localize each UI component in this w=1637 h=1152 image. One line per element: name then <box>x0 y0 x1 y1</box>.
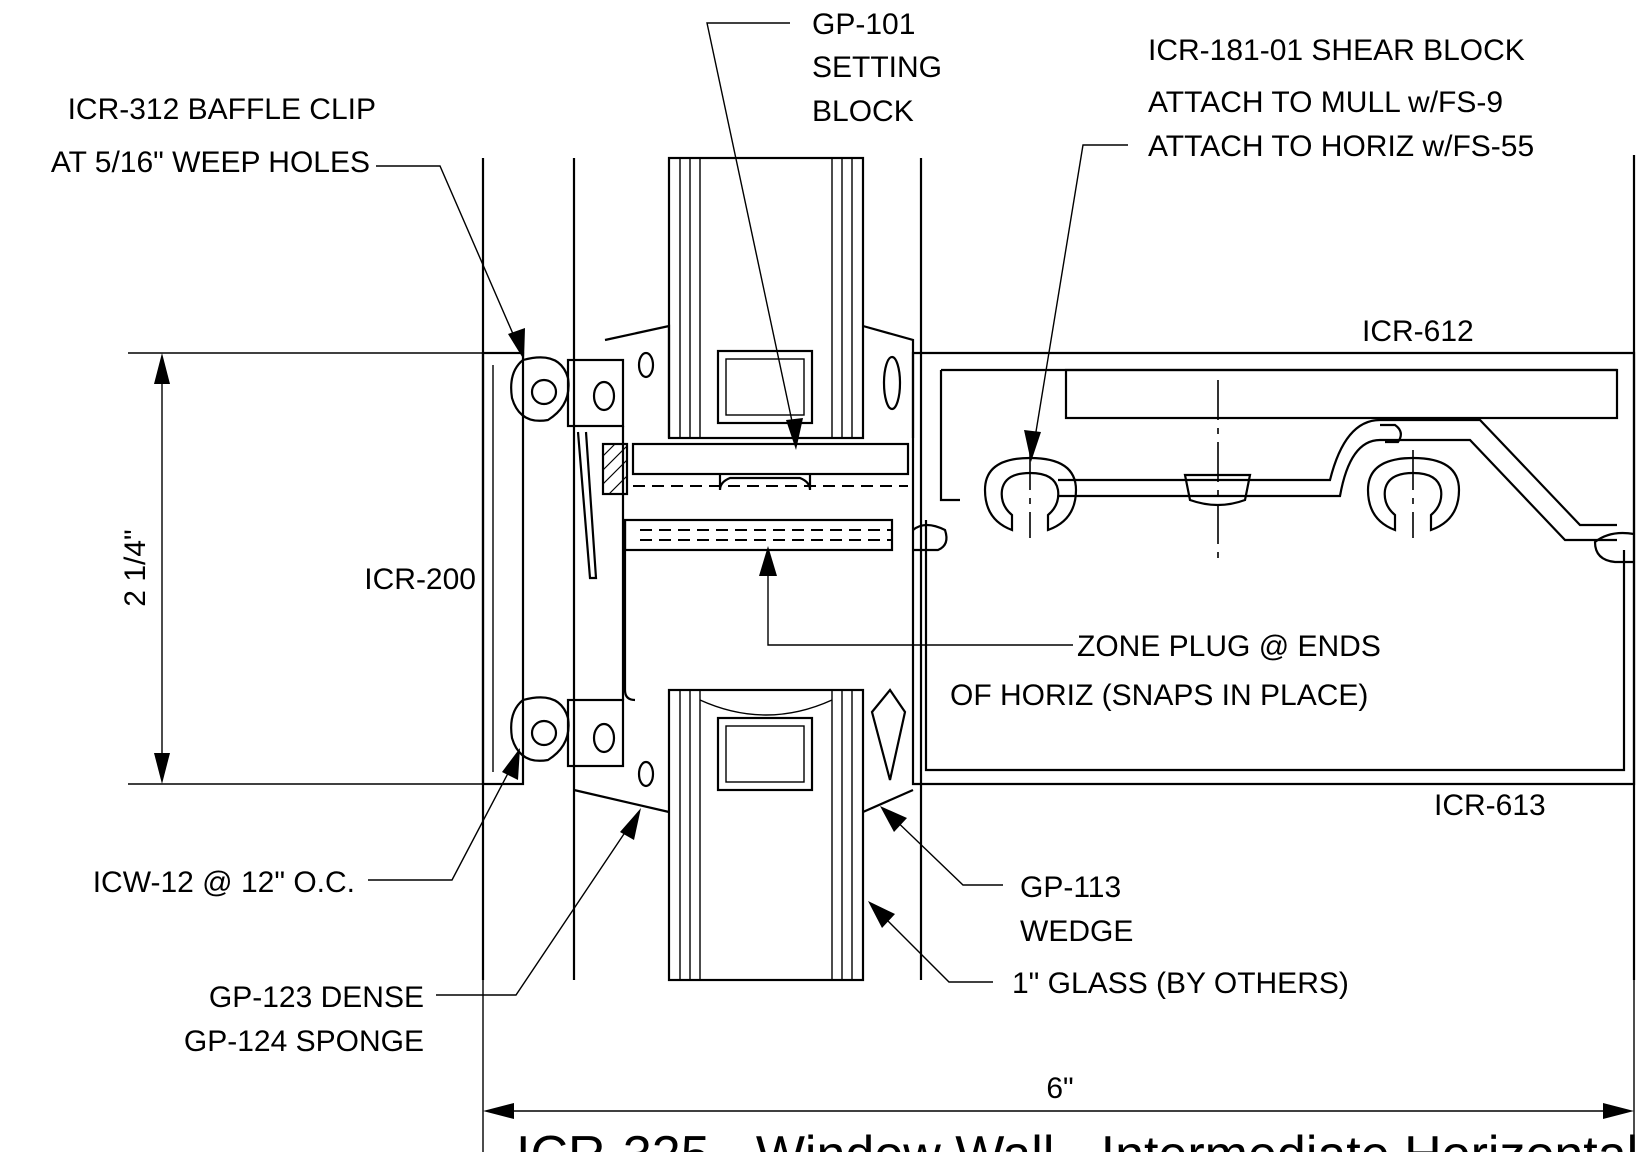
icr-612-613-horizontal <box>911 351 1636 786</box>
label-gp-113-line1: GP-113 <box>1020 871 1121 904</box>
label-gp-101-line1: GP-101 <box>812 8 915 41</box>
label-icr-312-line2: AT 5/16" WEEP HOLES <box>51 146 370 179</box>
drawing-linework <box>128 155 1636 1152</box>
label-icr-200: ICR-200 <box>364 563 476 596</box>
label-icr-181-line3: ATTACH TO HORIZ w/FS-55 <box>1148 130 1534 163</box>
leader-lines <box>368 22 1128 996</box>
label-zone-plug-line2: OF HORIZ (SNAPS IN PLACE) <box>950 679 1368 712</box>
lower-glass-pane <box>667 688 865 982</box>
label-gp-123-line2: GP-124 SPONGE <box>184 1025 424 1058</box>
label-glass: 1" GLASS (BY OTHERS) <box>1012 967 1349 1000</box>
label-icr-181-line1: ICR-181-01 SHEAR BLOCK <box>1148 34 1525 67</box>
icr-200-frame <box>481 351 914 814</box>
dimension-lines <box>154 353 1634 1119</box>
label-gp-101-line3: BLOCK <box>812 95 914 128</box>
dimension-horizontal-label: 6" <box>1046 1072 1073 1105</box>
drawing-title: ICR-325 - Window Wall - Intermediate Hor… <box>516 1126 1637 1152</box>
setting-block-area <box>601 324 915 496</box>
label-icr-312-line1: ICR-312 BAFFLE CLIP <box>68 93 376 126</box>
label-icw-12: ICW-12 @ 12" O.C. <box>93 866 355 899</box>
label-icr-612: ICR-612 <box>1362 315 1474 348</box>
label-gp-113-line2: WEDGE <box>1020 915 1133 948</box>
label-icr-613: ICR-613 <box>1434 789 1546 822</box>
label-icr-181-line2: ATTACH TO MULL w/FS-9 <box>1148 86 1503 119</box>
upper-glass-pane <box>667 156 865 440</box>
label-gp-123-line1: GP-123 DENSE <box>209 981 424 1014</box>
label-gp-101-line2: SETTING <box>812 51 942 84</box>
dimension-vertical-label: 2 1/4" <box>119 529 152 606</box>
label-zone-plug-line1: ZONE PLUG @ ENDS <box>1077 630 1381 663</box>
